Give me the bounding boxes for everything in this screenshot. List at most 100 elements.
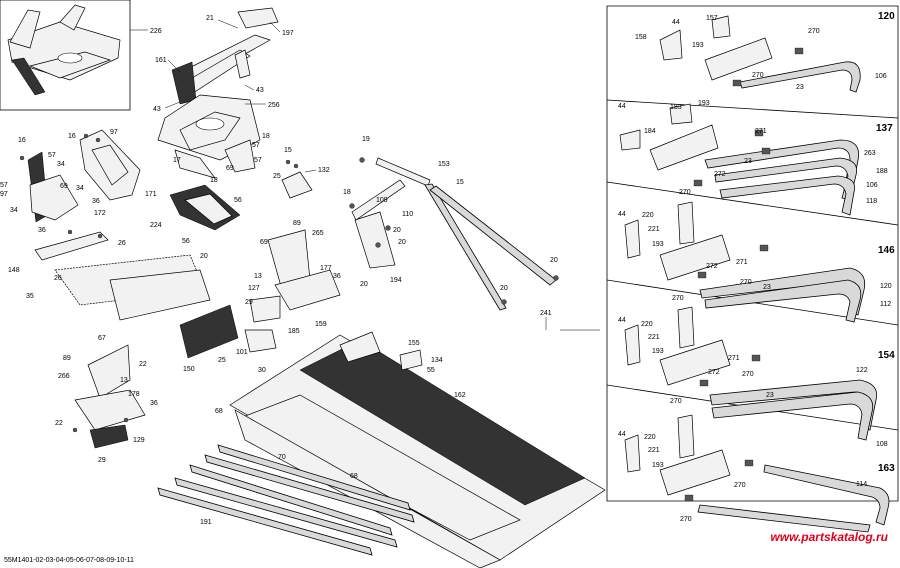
callout-110: 110	[402, 211, 413, 218]
callout-20f: 20	[500, 285, 508, 292]
callout-70: 70	[278, 454, 286, 461]
callout-171: 171	[145, 191, 157, 198]
cross-member	[34, 229, 211, 321]
callout-19: 19	[362, 136, 370, 143]
label-163-270a: 270	[734, 482, 746, 489]
label-137-272: 272	[714, 171, 726, 178]
label-146-270b: 270	[672, 295, 684, 302]
callout-16b: 16	[68, 133, 76, 140]
label-120-106: 106	[875, 73, 887, 80]
box-title-163: 163	[878, 463, 895, 474]
inset-box-137: 137	[619, 103, 893, 216]
label-137-270: 270	[679, 189, 691, 196]
callout-36d: 36	[150, 400, 158, 407]
callout-17: 17	[173, 157, 181, 164]
callout-15b: 15	[456, 179, 464, 186]
callout-224: 224	[150, 222, 162, 229]
callout-34b: 34	[76, 185, 84, 192]
label-146-193: 193	[652, 241, 664, 248]
front-column	[157, 94, 261, 179]
tunnel	[229, 331, 606, 568]
label-120-158: 158	[635, 34, 647, 41]
label-163-221: 221	[648, 447, 660, 454]
label-154-270a: 270	[742, 371, 754, 378]
callout-150: 150	[183, 366, 195, 373]
callout-34c: 34	[10, 207, 18, 214]
inset-box-146: 146	[624, 201, 895, 323]
running-boards	[157, 444, 415, 556]
label-154-220: 220	[641, 321, 653, 328]
callout-43a: 43	[153, 106, 161, 113]
steering-support	[171, 7, 279, 105]
callout-101: 101	[236, 349, 248, 356]
callout-21: 21	[206, 15, 214, 22]
callout-13a: 13	[254, 273, 262, 280]
label-146-44: 44	[618, 211, 626, 218]
label-146-112: 112	[880, 301, 891, 308]
callout-194: 194	[390, 277, 402, 284]
label-146-120: 120	[880, 283, 892, 290]
label-163-220: 220	[644, 434, 656, 441]
label-137-183: 183	[670, 104, 682, 111]
box-title-120: 120	[878, 11, 895, 22]
callout-266: 266	[58, 373, 70, 380]
callout-185: 185	[288, 328, 300, 335]
label-154-272: 272	[708, 369, 720, 376]
label-120-270a: 270	[808, 28, 820, 35]
label-146-271: 271	[736, 259, 748, 266]
callout-35: 35	[26, 293, 34, 300]
callout-20e: 20	[550, 257, 558, 264]
callout-56a: 56	[234, 197, 242, 204]
callout-241: 241	[540, 310, 552, 317]
label-146-23: 23	[763, 284, 771, 291]
callout-55: 55	[427, 367, 435, 374]
callout-57d: 57	[0, 182, 8, 189]
label-120-23: 23	[796, 84, 804, 91]
callout-30: 30	[258, 367, 266, 374]
callout-68a: 68	[215, 408, 223, 415]
label-154-122: 122	[856, 367, 868, 374]
callout-25a: 25	[273, 173, 281, 180]
callout-36a: 36	[92, 198, 100, 205]
callout-197: 197	[282, 30, 294, 37]
callout-178: 178	[128, 391, 140, 398]
mid-bracket	[179, 229, 341, 359]
callout-148: 148	[8, 267, 20, 274]
callout-162: 162	[454, 392, 466, 399]
inset-box-154: 154	[624, 306, 895, 441]
callout-18c: 18	[343, 189, 351, 196]
callout-109: 109	[376, 197, 388, 204]
callout-172: 172	[94, 210, 106, 217]
label-154-108: 108	[876, 441, 888, 448]
callout-57b: 57	[254, 157, 262, 164]
callout-18a: 18	[262, 133, 270, 140]
callout-68b: 68	[350, 473, 358, 480]
label-154-23: 23	[766, 392, 774, 399]
inset-box-163: 163	[624, 414, 895, 533]
label-154-270b: 270	[670, 398, 682, 405]
callout-69a: 69	[226, 165, 234, 172]
label-154-271: 271	[728, 355, 740, 362]
callout-97a: 97	[110, 129, 118, 136]
callout-57a: 57	[252, 142, 260, 149]
left-frame	[19, 129, 141, 223]
inset-boxes	[560, 5, 899, 502]
callout-25b: 25	[218, 357, 226, 364]
callout-20d: 20	[360, 281, 368, 288]
callout-134: 134	[431, 357, 443, 364]
label-137-106: 106	[866, 182, 878, 189]
label-137-184: 184	[644, 128, 656, 135]
callout-69b: 69	[60, 183, 68, 190]
label-120-193: 193	[692, 42, 704, 49]
callout-29a: 29	[245, 299, 253, 306]
label-163-44: 44	[618, 431, 626, 438]
callout-67: 67	[98, 335, 106, 342]
callout-69c: 69	[260, 239, 268, 246]
label-137-23: 23	[744, 158, 752, 165]
lower-left-bracket	[72, 344, 146, 449]
label-137-118: 118	[866, 198, 877, 205]
box-title-154: 154	[878, 350, 895, 361]
box-title-146: 146	[878, 245, 895, 256]
label-137-188: 188	[876, 168, 888, 175]
rear-support	[349, 157, 559, 311]
